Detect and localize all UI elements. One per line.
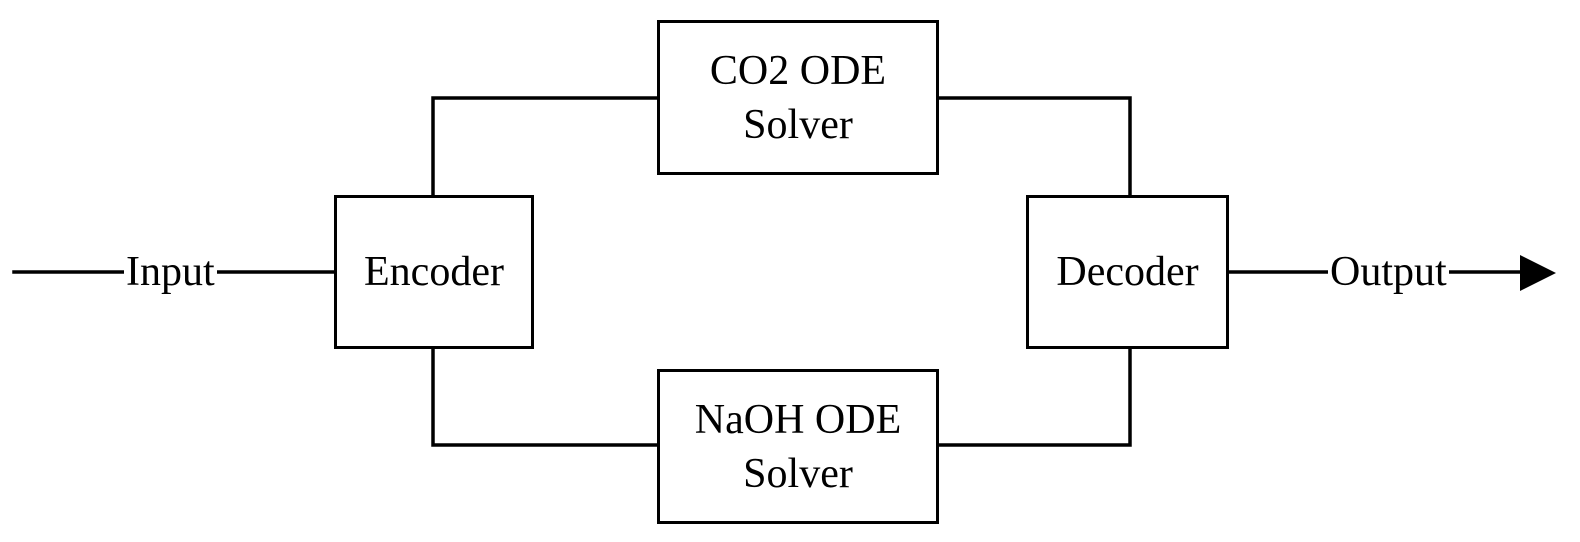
decoder-block: Decoder (1026, 195, 1229, 349)
co2-to-decoder-connector (937, 96, 1132, 197)
decoder-label: Decoder (1056, 249, 1199, 295)
naoh-to-decoder-connector (937, 347, 1132, 447)
naoh-solver-label-line2: Solver (743, 450, 853, 497)
input-label: Input (124, 248, 217, 296)
encoder-to-naoh-connector (431, 347, 659, 447)
co2-solver-label-line2: Solver (743, 101, 853, 148)
naoh-ode-solver-block: NaOH ODE Solver (657, 369, 939, 524)
output-label: Output (1328, 248, 1449, 296)
naoh-solver-label-line1: NaOH ODE (694, 396, 902, 443)
co2-solver-label-line1: CO2 ODE (709, 47, 887, 94)
output-arrowhead (1520, 255, 1556, 291)
co2-ode-solver-block: CO2 ODE Solver (657, 20, 939, 175)
encoder-label: Encoder (364, 249, 504, 295)
encoder-block: Encoder (334, 195, 534, 349)
encoder-to-co2-connector (431, 96, 659, 197)
